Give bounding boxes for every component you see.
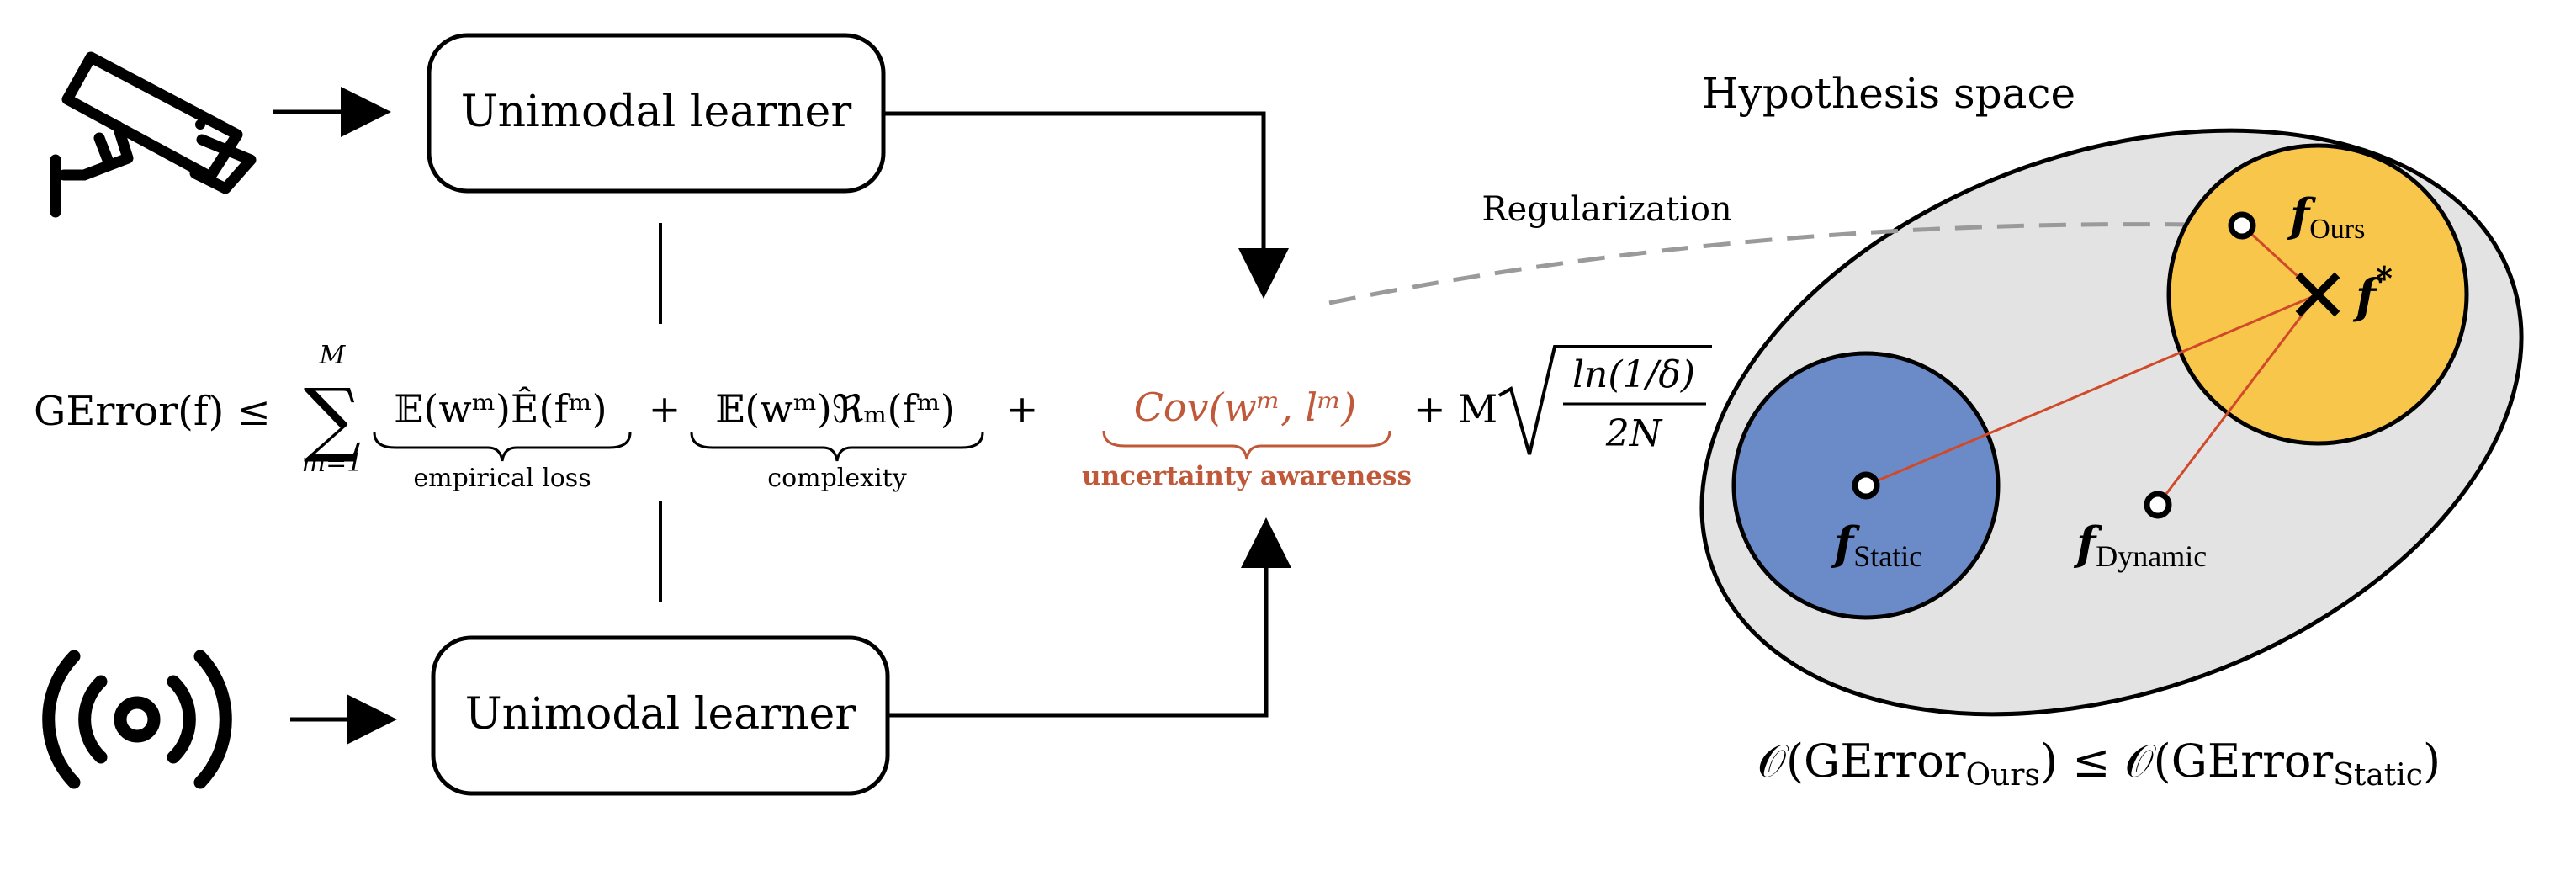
- connector-dynamic: [2156, 294, 2319, 506]
- sqrt-denominator: 2N: [1605, 412, 1663, 455]
- label-uncertainty: uncertainty awareness: [1082, 461, 1412, 491]
- f-star-cross: [2295, 272, 2340, 317]
- arrow-top-learner-to-term: [883, 111, 1289, 299]
- sum-lower: m=1: [302, 448, 363, 478]
- plus-m: + M: [1413, 386, 1497, 432]
- wireless-signal-icon: [42, 650, 232, 789]
- sum-symbol: ∑: [304, 371, 362, 465]
- brace-empirical: [373, 432, 632, 462]
- connector-static: [1865, 293, 2319, 487]
- label-empirical: empirical loss: [413, 464, 591, 493]
- formula-lhs: GError(f) ≤: [34, 388, 271, 435]
- bound-expression: 𝒪(GErrorOurs) ≤ 𝒪(GErrorStatic): [1757, 735, 2441, 793]
- point-static: [1852, 471, 1880, 500]
- brace-uncertainty: [1102, 430, 1391, 460]
- hypothesis-title: Hypothesis space: [1702, 69, 2075, 118]
- brace-complexity: [690, 432, 984, 462]
- term-empirical: 𝔼(wᵐ)Ê(fᵐ): [394, 385, 607, 432]
- point-ours: [2228, 211, 2256, 240]
- sqrt-sign: [1498, 345, 1712, 455]
- term-uncertainty: Cov(wᵐ, lᵐ): [1134, 385, 1357, 430]
- sqrt-numerator: ln(1/δ): [1572, 353, 1695, 396]
- label-f-static: fStatic: [1831, 517, 1922, 573]
- top-learner-label: Unimodal learner: [461, 87, 852, 137]
- arrow-bottom-learner-to-term: [888, 517, 1291, 718]
- label-complexity: complexity: [767, 464, 906, 493]
- label-f-ours: fOurs: [2287, 188, 2365, 245]
- point-dynamic: [2144, 491, 2172, 519]
- regularization-label: Regularization: [1481, 190, 1731, 229]
- plus-one: +: [649, 386, 681, 432]
- security-camera-icon: [50, 51, 257, 218]
- term-complexity: 𝔼(wᵐ)ℜₘ(fᵐ): [715, 386, 955, 432]
- regularization-curve: [1328, 222, 2243, 305]
- sum-upper: M: [319, 341, 347, 370]
- label-f-dynamic: fDynamic: [2073, 517, 2207, 573]
- plus-two: +: [1006, 386, 1039, 432]
- bottom-learner-label: Unimodal learner: [465, 689, 856, 740]
